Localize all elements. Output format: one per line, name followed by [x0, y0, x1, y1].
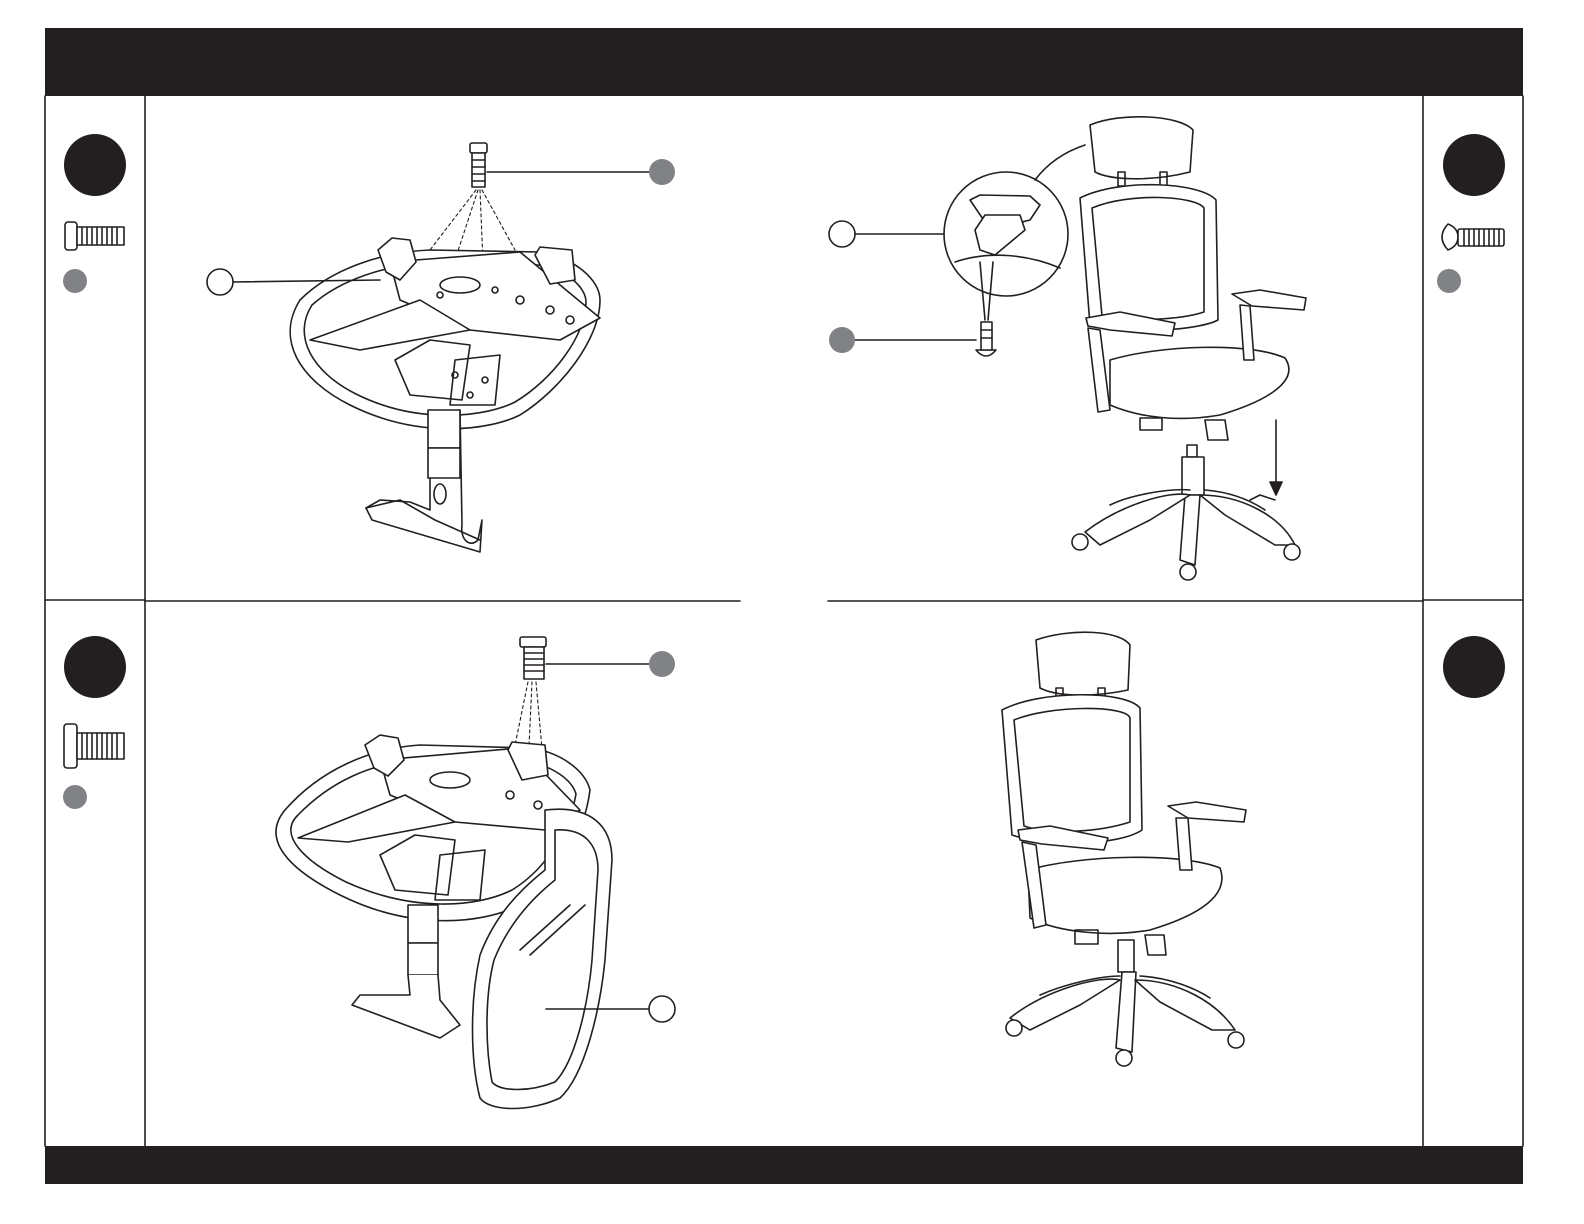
step-badge-1: [64, 134, 126, 196]
completed-chair-illustration: [1002, 632, 1246, 1066]
step-badges: [64, 134, 1505, 698]
flange-bolt-icon: [63, 222, 124, 293]
seat-armrest-illustration: [207, 143, 675, 552]
panel-frame: [45, 96, 1523, 1146]
step-badge-3: [64, 636, 126, 698]
seat-backrest-illustration: [276, 637, 675, 1109]
round-head-bolt-icon: [1437, 224, 1504, 293]
flange-bolt-icon-large: [63, 724, 124, 809]
chair-base-illustration: [829, 117, 1306, 580]
step-badge-4: [1443, 636, 1505, 698]
step-badge-2: [1443, 134, 1505, 196]
footer-bar: [45, 1146, 1523, 1184]
